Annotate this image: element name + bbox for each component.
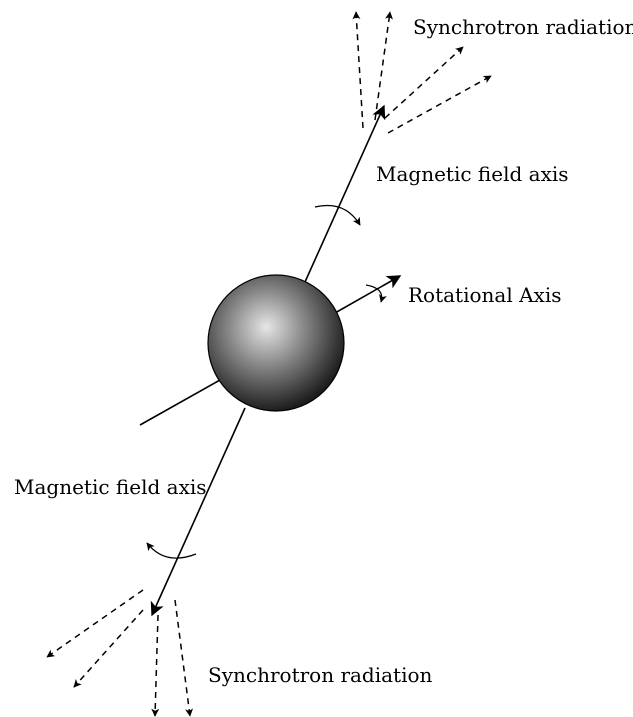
rotational-axis-lower <box>139 379 221 426</box>
synchrotron-rays-bottom <box>46 589 194 717</box>
synchrotron-ray-top-2 <box>374 11 393 121</box>
neutron-star-sphere <box>207 274 345 412</box>
rotational-rotation-arrow <box>365 284 387 303</box>
magnetic-axis-label-bottom: Magnetic field axis <box>14 475 207 499</box>
synchrotron-rays-top <box>352 11 492 134</box>
magnetic-axis-label-top: Magnetic field axis <box>376 162 569 186</box>
synchrotron-ray-bottom-4 <box>174 599 194 717</box>
synchrotron-ray-bottom-2 <box>73 609 144 688</box>
synchrotron-ray-bottom-1 <box>46 589 144 658</box>
magnetic-rotation-arrow-bottom <box>146 542 197 559</box>
magnetic-axis-lower <box>150 407 246 617</box>
rotational-axis-upper <box>334 275 402 314</box>
synchrotron-ray-bottom-3 <box>151 614 160 717</box>
synchrotron-label-bottom: Synchrotron radiation <box>208 663 433 687</box>
rotational-axis-label: Rotational Axis <box>408 283 561 307</box>
synchrotron-ray-top-4 <box>387 75 492 134</box>
synchrotron-ray-top-1 <box>352 11 364 129</box>
magnetic-rotation-arrow-top <box>314 204 361 226</box>
synchrotron-label-top: Synchrotron radiation <box>413 15 633 39</box>
magnetic-axis-upper <box>304 104 386 283</box>
synchrotron-ray-top-3 <box>384 46 464 119</box>
